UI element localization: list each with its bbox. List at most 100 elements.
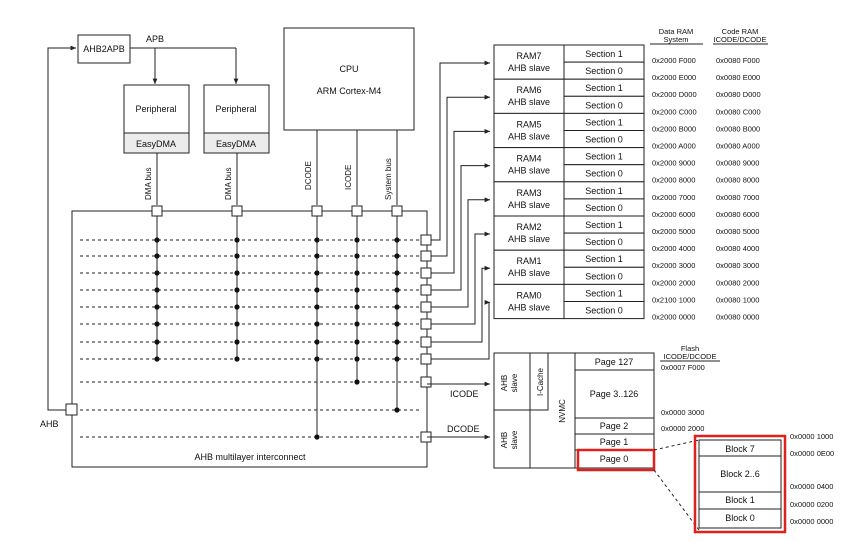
code-ram-address: 0x0080 E000 xyxy=(716,73,760,82)
ram-port xyxy=(420,267,432,279)
peripheral-2-dma-label: EasyDMA xyxy=(216,139,256,149)
interconnect-dots xyxy=(154,237,400,440)
peripheral-2: Peripheral EasyDMA xyxy=(203,84,270,154)
interconnect-dot xyxy=(314,304,320,310)
ram-block-label: RAM1 xyxy=(516,256,541,266)
interconnect-dot xyxy=(394,253,400,259)
apb-bus-label: APB xyxy=(146,34,164,44)
interconnect-dot xyxy=(354,304,360,310)
ram-connection xyxy=(431,163,490,291)
data-ram-address: 0x2000 8000 xyxy=(652,176,695,185)
ram-block-slave-label: AHB slave xyxy=(508,131,550,141)
ram-connection xyxy=(431,94,490,257)
peripheral-1: Peripheral EasyDMA xyxy=(123,84,190,154)
dcode-slave-label: DCODE xyxy=(447,424,480,434)
block-2-6-label: Block 2..6 xyxy=(720,469,760,479)
flash-section: Flash ICODE/DCODE AHB slave AHB slave I-… xyxy=(427,344,720,531)
block-addr-0200: 0x0000 0200 xyxy=(790,500,833,509)
data-ram-address: 0x2000 5000 xyxy=(652,227,695,236)
code-ram-subheader: ICODE/DCODE xyxy=(714,35,767,44)
ram-port xyxy=(420,318,432,330)
master-port xyxy=(391,205,403,217)
ram-block-label: RAM2 xyxy=(516,222,541,232)
code-ram-address: 0x0080 1000 xyxy=(716,295,759,304)
interconnect-dot xyxy=(314,237,320,243)
interconnect-dot xyxy=(354,253,360,259)
page-dividers xyxy=(575,369,654,451)
code-ram-address: 0x0080 F000 xyxy=(716,56,760,65)
ram-block-label: RAM5 xyxy=(516,119,541,129)
page0-block-highlight xyxy=(693,434,787,534)
code-ram-address: 0x0080 7000 xyxy=(716,193,759,202)
interconnect-dot xyxy=(354,339,360,345)
interconnect-dot xyxy=(154,253,160,259)
master-port xyxy=(351,205,363,217)
code-ram-header: Code RAM xyxy=(722,27,759,36)
data-ram-address: 0x2000 B000 xyxy=(652,124,696,133)
ahb2apb-bridge xyxy=(77,34,131,64)
flash-dcode-slave-label-2: slave xyxy=(510,430,519,449)
flash-addr-page2: 0x0000 2000 xyxy=(661,424,704,433)
ram-section-1-label: Section 1 xyxy=(585,186,623,196)
code-ram-address: 0x0080 C000 xyxy=(716,107,761,116)
ram-block-slave-label: AHB slave xyxy=(508,97,550,107)
interconnect-dot xyxy=(394,287,400,293)
ram-port xyxy=(420,336,432,348)
ram-block-label: RAM3 xyxy=(516,188,541,198)
code-ram-address: 0x0080 8000 xyxy=(716,176,759,185)
cpu-block: CPU ARM Cortex-M4 xyxy=(283,27,415,131)
flash-subheader: ICODE/DCODE xyxy=(664,352,717,361)
ram-block-slave-label: AHB slave xyxy=(508,63,550,73)
interconnect-dot xyxy=(234,321,240,327)
master-port xyxy=(231,205,243,217)
interconnect-dot xyxy=(154,270,160,276)
ram-section-0-label: Section 0 xyxy=(585,100,623,110)
ram-section-0-label: Section 0 xyxy=(585,203,623,213)
interconnect-dot xyxy=(314,287,320,293)
interconnect-dot xyxy=(314,270,320,276)
code-ram-address: 0x0080 A000 xyxy=(716,142,760,151)
ram-section-0-label: Section 0 xyxy=(585,66,623,76)
interconnect-dot xyxy=(154,321,160,327)
ram-port xyxy=(420,234,432,246)
interconnect-dot xyxy=(314,321,320,327)
interconnect-dot xyxy=(234,270,240,276)
interconnect-box xyxy=(71,210,428,468)
interconnect-dot xyxy=(154,356,160,362)
code-ram-address: 0x0080 4000 xyxy=(716,244,759,253)
block-addr-0400: 0x0000 0400 xyxy=(790,482,833,491)
block-addr-1000: 0x0000 1000 xyxy=(790,432,833,441)
data-ram-address: 0x2000 0000 xyxy=(652,313,695,322)
ram-block-slave-label: AHB slave xyxy=(508,302,550,312)
interconnect-dot xyxy=(354,270,360,276)
ram-port xyxy=(420,284,432,296)
ram-section-1-label: Section 1 xyxy=(585,117,623,127)
interconnect-dot xyxy=(154,237,160,243)
ram-connection xyxy=(431,265,490,343)
flash-icode-port xyxy=(420,376,432,388)
ram-block-name-cell xyxy=(493,283,565,320)
icode-label: ICODE xyxy=(344,165,353,190)
code-ram-address: 0x0080 3000 xyxy=(716,261,759,270)
code-ram-address: 0x0080 6000 xyxy=(716,210,759,219)
ram-connection xyxy=(431,300,490,360)
ram-block-slave-label: AHB slave xyxy=(508,200,550,210)
block-addr-0e00: 0x0000 0E00 xyxy=(790,449,834,458)
ahb2apb-label: AHB2APB xyxy=(83,44,125,54)
flash-addr-top: 0x0007 F000 xyxy=(661,363,705,372)
interconnect-dot xyxy=(154,287,160,293)
cpu-box xyxy=(283,27,415,131)
system-bus-label: System bus xyxy=(384,158,393,200)
code-ram-address: 0x0080 2000 xyxy=(716,278,759,287)
ram-connection xyxy=(431,197,490,308)
master-port xyxy=(311,205,323,217)
ram-block-slave-label: AHB slave xyxy=(508,166,550,176)
ram-section-1-label: Section 1 xyxy=(585,288,623,298)
dma-bus-1-label: DMA bus xyxy=(144,168,153,200)
ram-section-1-label: Section 1 xyxy=(585,220,623,230)
interconnect-dot xyxy=(314,339,320,345)
page0-block-dividers xyxy=(699,455,781,510)
data-ram-address: 0x2000 4000 xyxy=(652,244,695,253)
